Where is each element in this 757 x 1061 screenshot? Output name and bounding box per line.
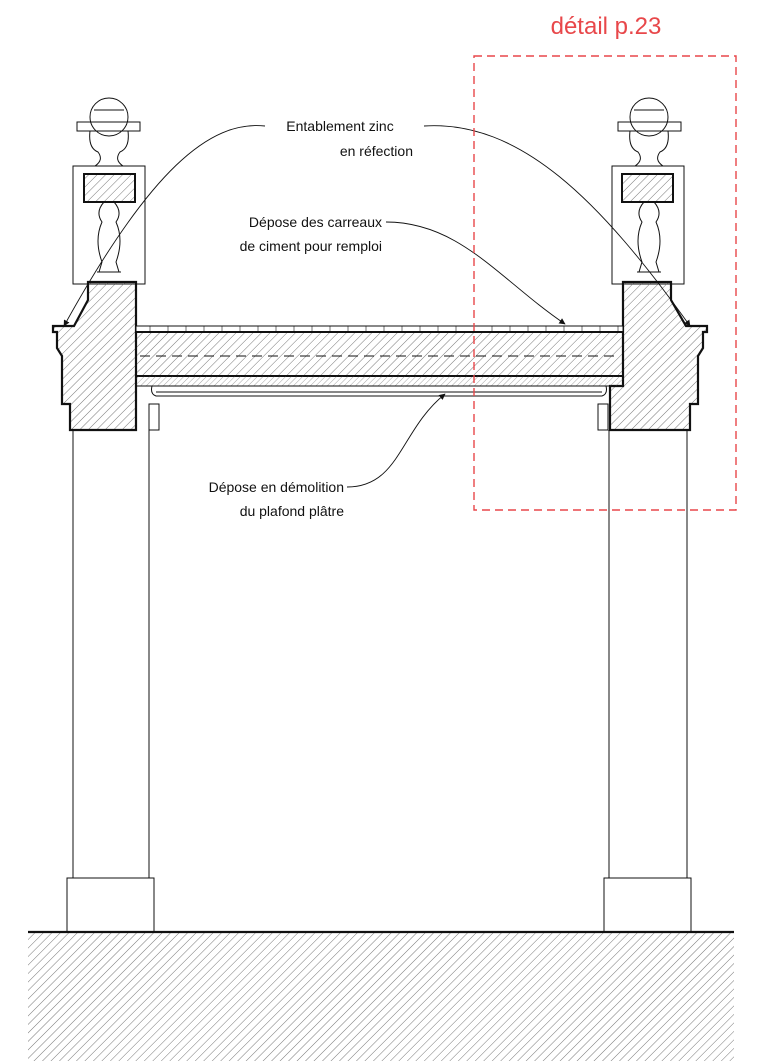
- left-column: [51, 97, 160, 933]
- leader-carreaux: [385, 221, 566, 325]
- slab: [135, 325, 624, 397]
- leader-plafond: [346, 393, 446, 488]
- annotation-entablement: Entablement zinc en réfection: [286, 118, 413, 159]
- leader-entablement-left: [63, 125, 266, 327]
- annotation-plafond-line2: du plafond plâtre: [240, 503, 345, 519]
- leader-entablement-right: [423, 125, 691, 327]
- annotation-carreaux: Dépose des carreaux de ciment pour rempl…: [240, 214, 382, 254]
- leader-lines: [63, 125, 691, 488]
- annotation-carreaux-line2: de ciment pour remploi: [240, 238, 382, 254]
- right-column: [597, 97, 709, 933]
- annotation-carreaux-line1: Dépose des carreaux: [249, 214, 382, 230]
- annotation-entablement-line2: en réfection: [340, 143, 413, 159]
- annotation-plafond: Dépose en démolition du plafond plâtre: [209, 479, 345, 519]
- annotation-plafond-line1: Dépose en démolition: [209, 479, 344, 495]
- detail-callout-label[interactable]: détail p.23: [551, 13, 662, 40]
- tile-joints: [149, 326, 619, 332]
- ground: [28, 930, 734, 1061]
- annotation-entablement-line1: Entablement zinc: [286, 118, 393, 134]
- detail-callout[interactable]: détail p.23: [473, 13, 737, 511]
